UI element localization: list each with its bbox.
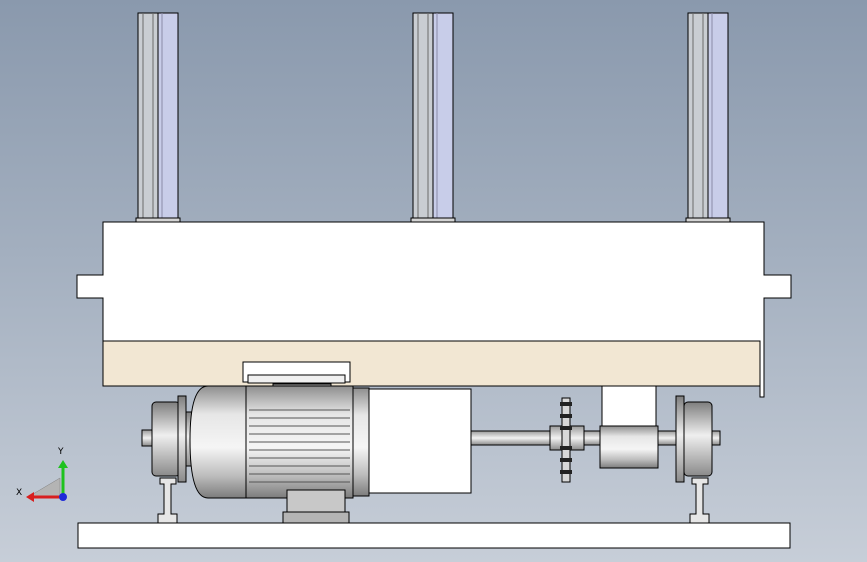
base-plate	[77, 522, 791, 549]
main-frame	[76, 221, 792, 398]
bearing-block	[599, 385, 659, 469]
column-right	[685, 12, 731, 224]
sprocket	[549, 397, 585, 483]
column-left	[135, 12, 181, 224]
gearbox	[368, 388, 472, 494]
rail-right	[689, 477, 710, 524]
left-wheel	[151, 395, 197, 483]
y-axis-arrowhead	[58, 460, 68, 468]
x-axis-arrowhead	[26, 492, 34, 502]
y-axis-label: Y	[57, 447, 64, 457]
z-axis-point	[59, 493, 67, 501]
electric-motor	[189, 361, 370, 524]
axis-triad: X Y	[16, 447, 68, 502]
rail-left	[157, 477, 178, 524]
x-axis-label: X	[16, 488, 22, 498]
column-center	[410, 12, 456, 224]
right-wheel	[675, 395, 713, 483]
